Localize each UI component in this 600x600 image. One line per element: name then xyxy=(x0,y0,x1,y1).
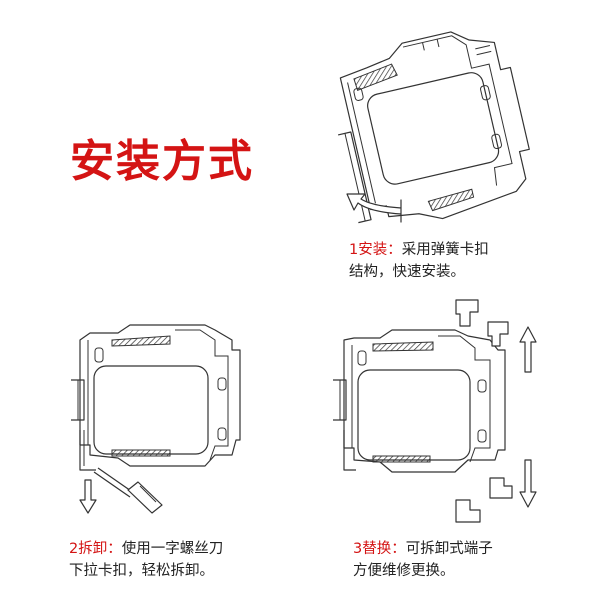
step-2-caption: 2拆卸：使用一字螺丝刀 下拉卡扣，轻松拆卸。 xyxy=(69,538,223,582)
module-install-illustration xyxy=(337,31,530,224)
terminal-block-bottom-right xyxy=(489,477,513,499)
screwdriver-icon xyxy=(93,467,163,514)
step-3-number: 3 xyxy=(353,541,363,557)
step-2-number: 2 xyxy=(69,541,79,557)
step-3-caption: 3替换：可拆卸式端子 方便维修更换。 xyxy=(353,538,493,582)
step-1-caption: 1安装：采用弹簧卡扣 结构，快速安装。 xyxy=(349,239,489,283)
arrow-down-icon xyxy=(519,459,537,508)
step-1-number: 1 xyxy=(349,242,359,258)
step-2-line2: 下拉卡扣，轻松拆卸。 xyxy=(69,563,214,579)
module-replace-illustration xyxy=(333,329,506,473)
step-3-line1: 可拆卸式端子 xyxy=(405,541,493,557)
terminal-block-top-right xyxy=(487,321,509,347)
module-remove-illustration xyxy=(71,324,241,471)
terminal-block-top-left xyxy=(455,299,479,327)
step-3-line2: 方便维修更换。 xyxy=(353,563,455,579)
step-1-name: 安装 xyxy=(358,242,388,258)
step-1-line1: 采用弹簧卡扣 xyxy=(401,242,489,258)
arrow-down-icon xyxy=(79,479,97,514)
arrow-up-icon xyxy=(519,326,537,373)
step-3-name: 替换 xyxy=(362,541,392,557)
page-title: 安装方式 xyxy=(70,136,254,187)
curved-arrow-icon xyxy=(346,193,402,223)
step-2-line1: 使用一字螺丝刀 xyxy=(121,541,224,557)
terminal-block-bottom-left xyxy=(455,499,481,523)
step-1-line2: 结构，快速安装。 xyxy=(349,264,465,280)
step-2-name: 拆卸 xyxy=(78,541,108,557)
